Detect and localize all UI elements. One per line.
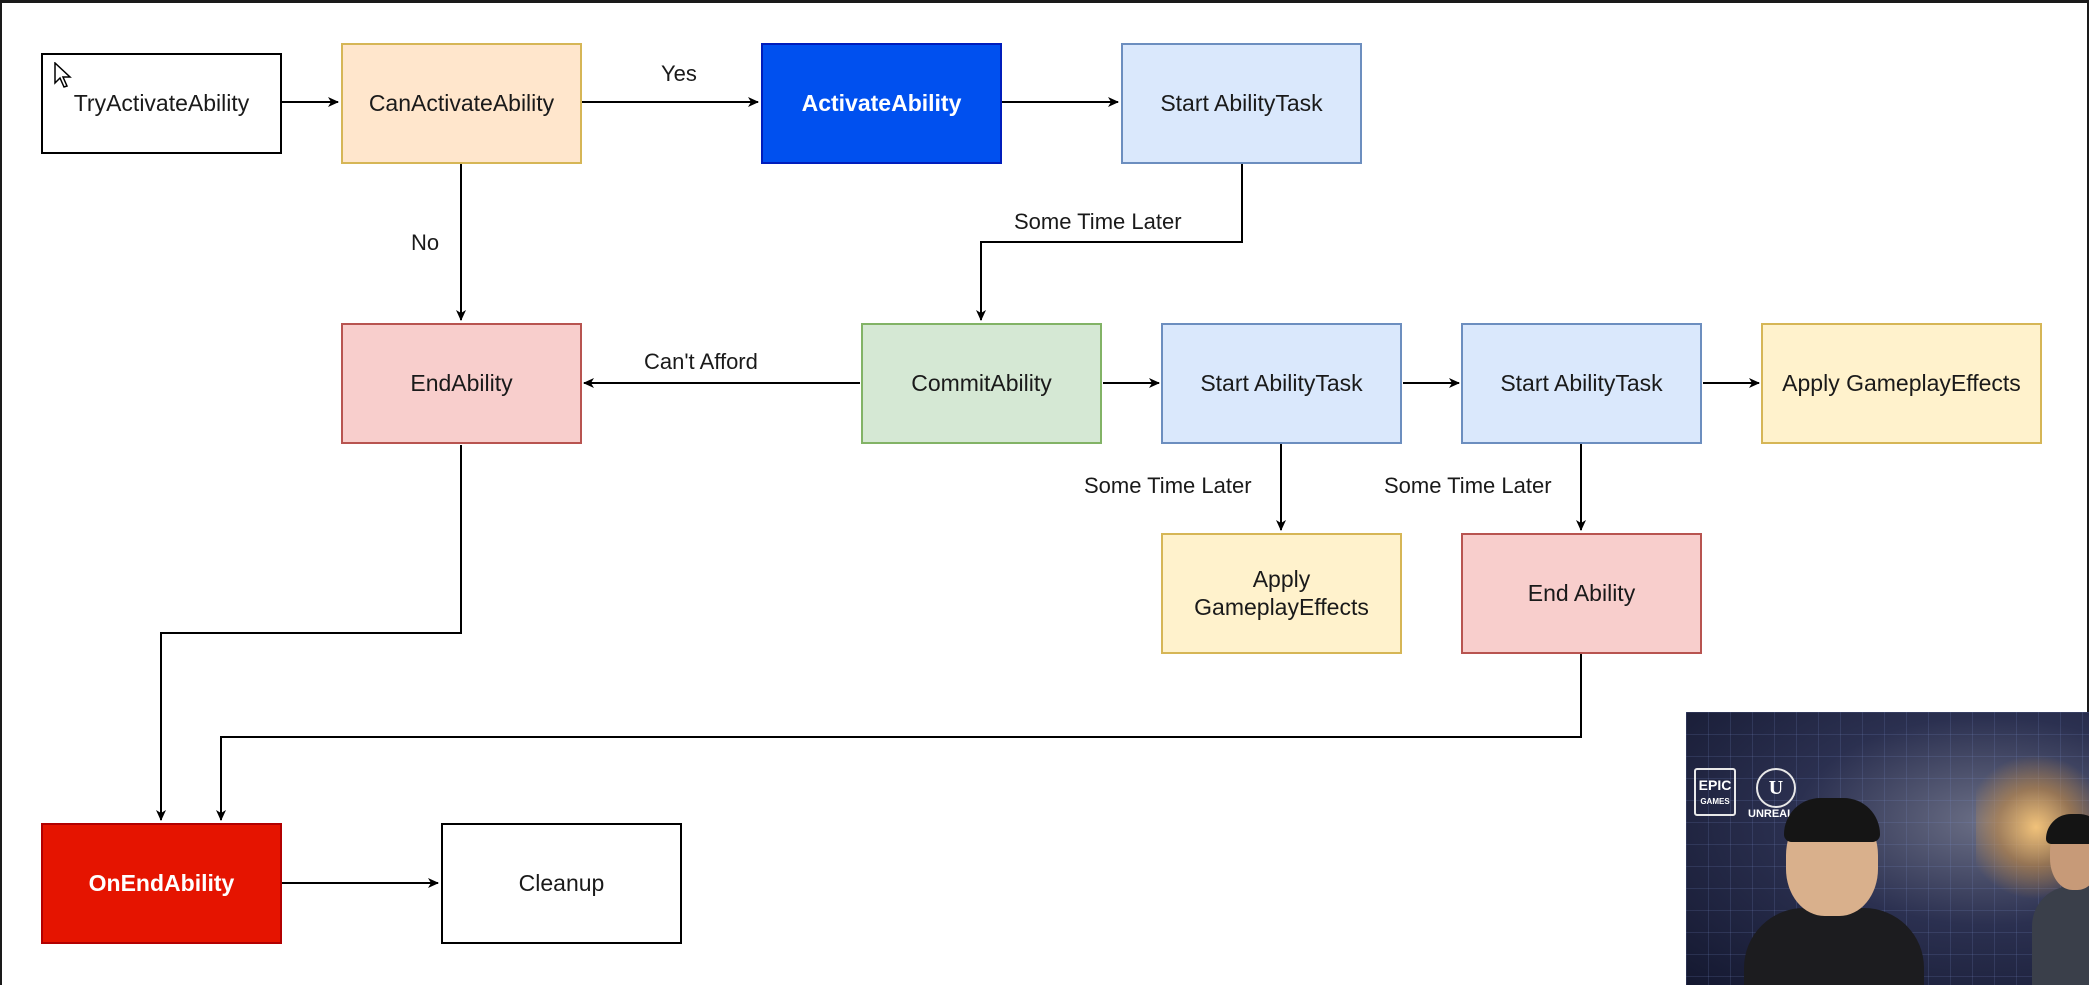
node-start-ability-task-2: Start AbilityTask bbox=[1161, 323, 1402, 444]
node-label: Apply GameplayEffects bbox=[1194, 565, 1369, 620]
node-label: TryActivateAbility bbox=[73, 89, 250, 116]
node-apply-gameplay-effects-1: Apply GameplayEffects bbox=[1761, 323, 2042, 444]
node-start-ability-task-1: Start AbilityTask bbox=[1121, 43, 1362, 164]
node-label: Start AbilityTask bbox=[1160, 89, 1323, 116]
node-start-ability-task-3: Start AbilityTask bbox=[1461, 323, 1702, 444]
edge-task1-to-commit bbox=[976, 164, 1243, 321]
node-label: Apply GameplayEffects bbox=[1782, 369, 2021, 396]
edge-label-some-time-later-2: Some Time Later bbox=[1081, 475, 1255, 497]
edge-label-no: No bbox=[408, 232, 443, 254]
edge-end2-to-onend bbox=[216, 654, 1582, 821]
edge-label-some-time-later-1: Some Time Later bbox=[1011, 211, 1185, 233]
node-label: Start AbilityTask bbox=[1200, 369, 1363, 396]
node-try-activate-ability: TryActivateAbility bbox=[41, 53, 282, 154]
unreal-engine-logo-text: UNREAL bbox=[1748, 808, 1794, 820]
node-end-ability-1: EndAbility bbox=[341, 323, 582, 444]
node-label: CanActivateAbility bbox=[368, 89, 555, 116]
node-can-activate-ability: CanActivateAbility bbox=[341, 43, 582, 164]
node-label: End Ability bbox=[1527, 579, 1636, 606]
node-cleanup: Cleanup bbox=[441, 823, 682, 944]
node-label: Cleanup bbox=[518, 869, 605, 896]
node-label: Start AbilityTask bbox=[1500, 369, 1663, 396]
node-label: ActivateAbility bbox=[801, 89, 962, 116]
node-commit-ability: CommitAbility bbox=[861, 323, 1102, 444]
node-activate-ability: ActivateAbility bbox=[761, 43, 1002, 164]
node-label: CommitAbility bbox=[911, 369, 1052, 396]
edge-end-to-onend bbox=[156, 445, 462, 821]
node-on-end-ability: OnEndAbility bbox=[41, 823, 282, 944]
edge-label-some-time-later-3: Some Time Later bbox=[1381, 475, 1555, 497]
node-end-ability-2: End Ability bbox=[1461, 533, 1702, 654]
edge-label-yes: Yes bbox=[658, 63, 700, 85]
presenter-1 bbox=[1744, 798, 1924, 985]
node-label: EndAbility bbox=[410, 369, 513, 396]
node-apply-gameplay-effects-2: Apply GameplayEffects bbox=[1161, 533, 1402, 654]
node-label: OnEndAbility bbox=[88, 869, 235, 896]
unreal-engine-logo-icon: U bbox=[1756, 768, 1796, 808]
edge-label-cant-afford: Can't Afford bbox=[641, 351, 761, 373]
mouse-cursor-icon bbox=[54, 62, 72, 88]
presenter-2 bbox=[2032, 814, 2089, 985]
